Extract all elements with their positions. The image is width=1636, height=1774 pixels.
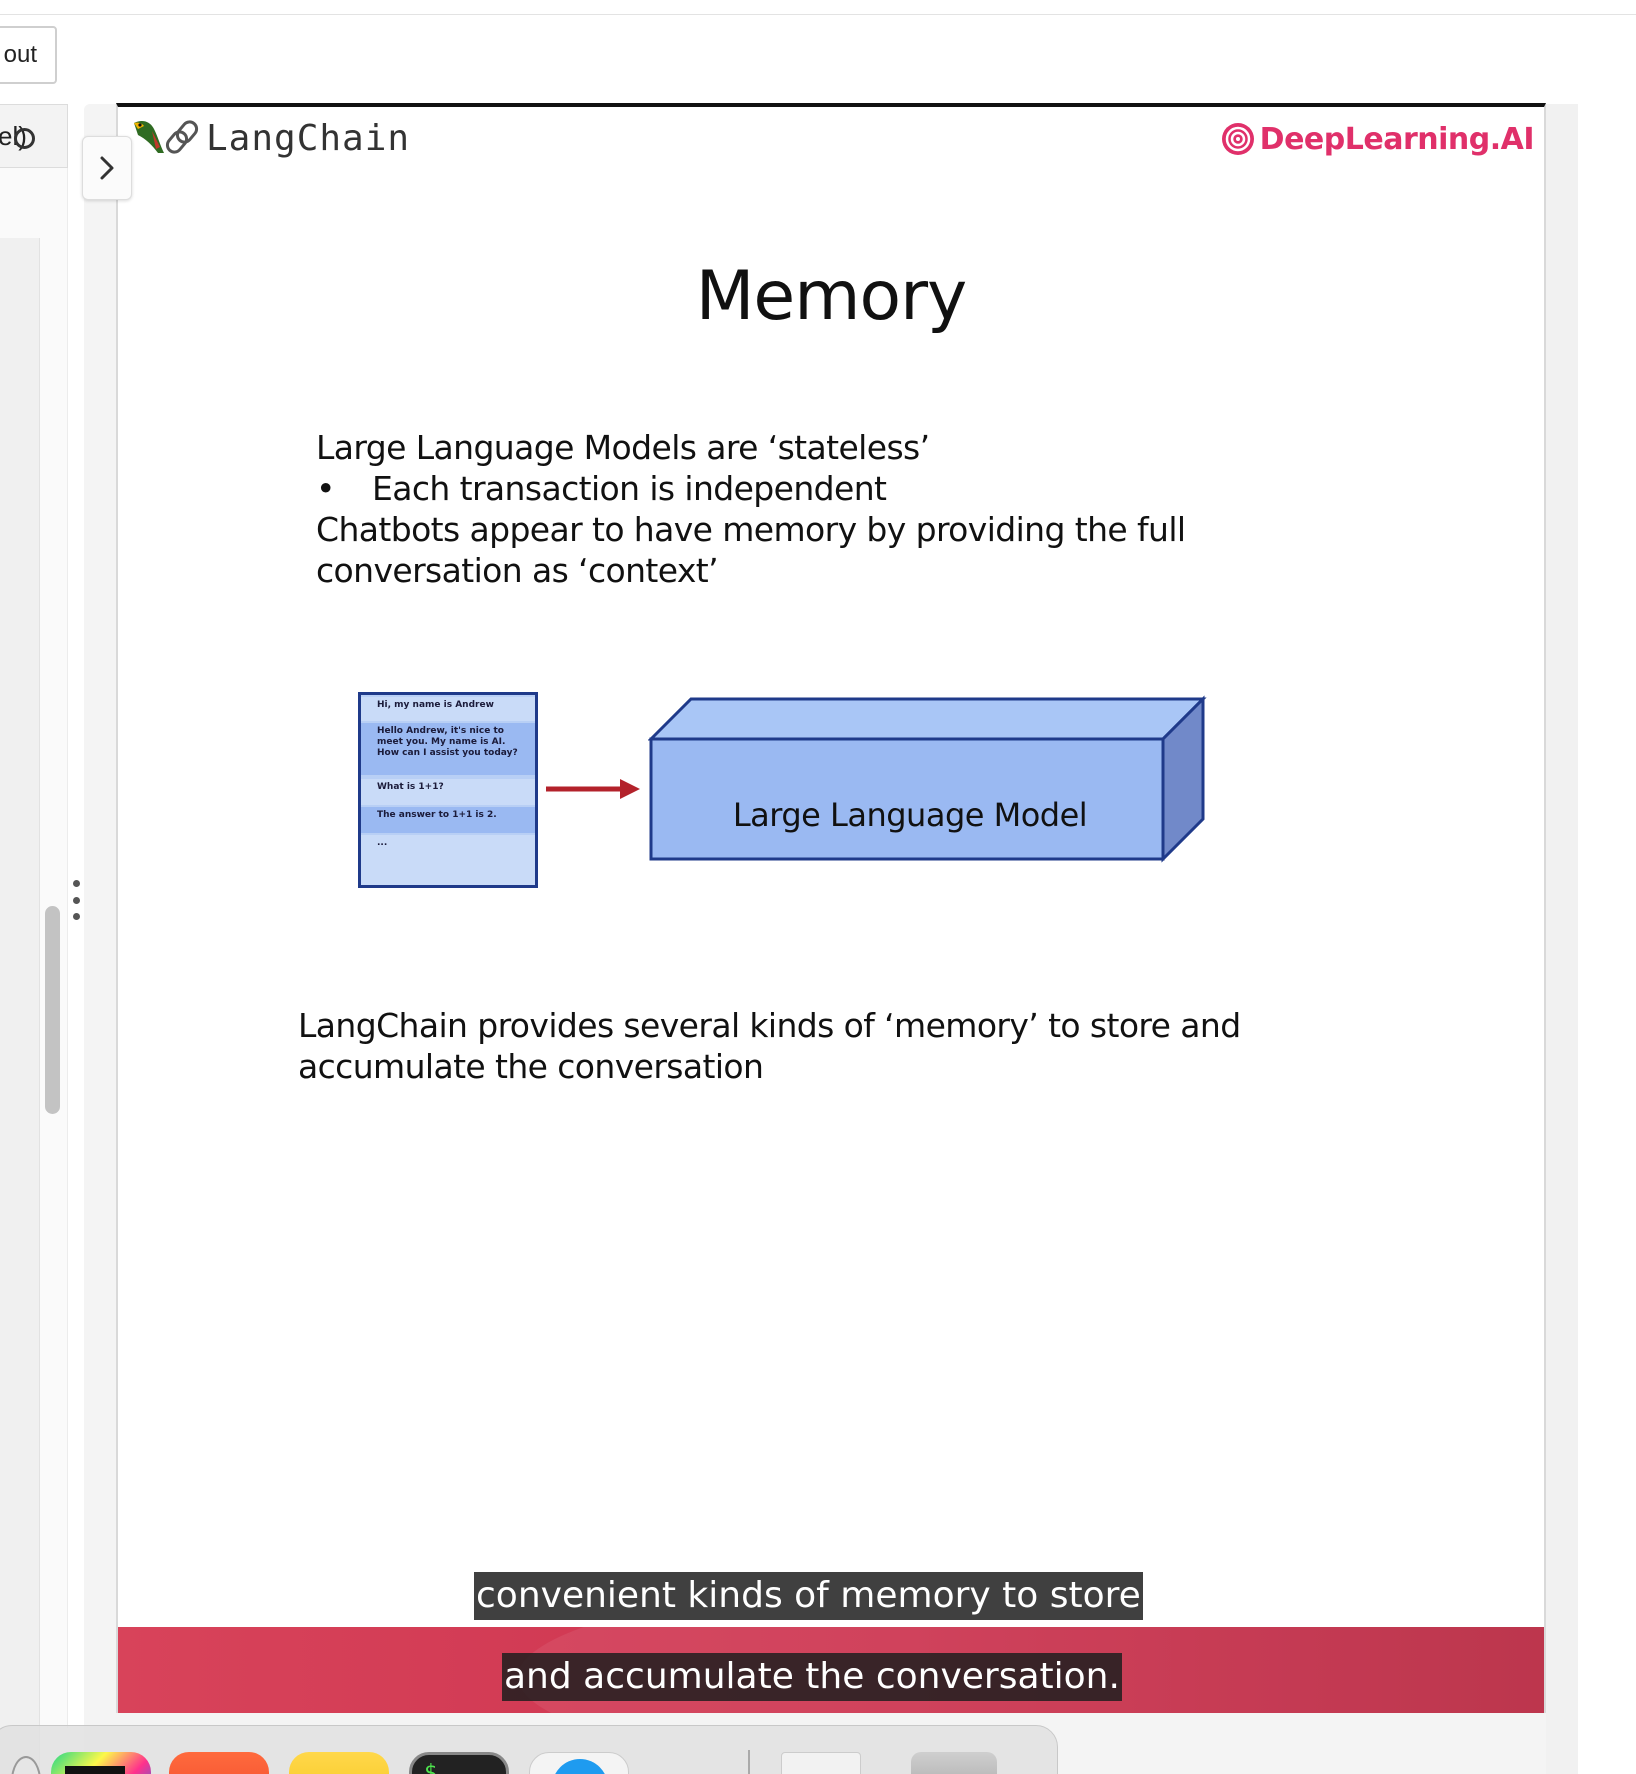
app-icon[interactable] — [11, 1756, 41, 1774]
macos-dock: $ — [0, 1725, 1058, 1774]
chevron-right-icon — [100, 156, 114, 180]
subtitle-line-1: convenient kinds of memory to store — [474, 1572, 1143, 1620]
conversation-card: Hi, my name is Andrew Hello Andrew, it's… — [358, 692, 538, 888]
pycharm-icon[interactable] — [51, 1752, 151, 1774]
deeplearning-ai-logo: DeepLearning.AI — [1220, 121, 1535, 157]
right-scroll-gutter[interactable] — [1546, 104, 1578, 1774]
kernel-idle-circle-icon — [14, 128, 35, 149]
partial-tab-label: out — [3, 41, 37, 68]
subtitle-line-2: and accumulate the conversation. — [502, 1653, 1122, 1701]
memory-diagram: Hi, my name is Andrew Hello Andrew, it's… — [358, 692, 1238, 912]
partial-tab-button[interactable]: out — [0, 26, 57, 84]
kernel-status-bar: el) — [0, 104, 68, 168]
langchain-logo: LangChain — [130, 117, 410, 159]
terminal-icon[interactable]: $ — [409, 1752, 509, 1774]
llm-box-label: Large Language Model — [732, 796, 1088, 834]
deeplearning-wordmark: DeepLearning.AI — [1259, 121, 1535, 157]
bullet-text: Each transaction is independent — [372, 469, 887, 508]
chat-message: ... — [361, 835, 535, 885]
resize-handle-icon[interactable] — [71, 880, 81, 920]
chat-message: Hi, my name is Andrew — [361, 697, 535, 721]
documents-stack-icon[interactable] — [781, 1752, 861, 1774]
deeplearning-spiral-icon — [1221, 123, 1254, 155]
swift-playgrounds-icon[interactable] — [169, 1752, 269, 1774]
bottom-line-2: accumulate the conversation — [298, 1047, 764, 1086]
bullet-dot: • — [316, 469, 335, 508]
slide-intro-text: Large Language Models are ‘stateless’ • … — [316, 427, 1186, 591]
slide-bottom-text: LangChain provides several kinds of ‘mem… — [298, 1005, 1241, 1087]
llm-box-icon — [648, 695, 1207, 863]
expand-sidebar-button[interactable] — [82, 136, 132, 200]
lecture-slide[interactable]: LangChain DeepLearning.AI Memory Large L… — [116, 103, 1546, 1713]
dock-separator — [748, 1750, 750, 1774]
chat-message: Hello Andrew, it's nice to meet you. My … — [361, 723, 535, 775]
slide-title: Memory — [695, 257, 968, 336]
bottom-line-1: LangChain provides several kinds of ‘mem… — [298, 1006, 1241, 1045]
top-divider — [0, 14, 1636, 15]
safari-icon[interactable] — [529, 1752, 629, 1774]
chat-message: What is 1+1? — [361, 779, 535, 805]
trash-icon[interactable] — [911, 1752, 997, 1774]
intro-line-1: Large Language Models are ‘stateless’ — [316, 428, 930, 467]
intro-line-4: conversation as ‘context’ — [316, 551, 719, 590]
arrow-right-icon — [546, 779, 640, 799]
intro-line-3: Chatbots appear to have memory by provid… — [316, 510, 1186, 549]
parrot-link-icon — [134, 120, 199, 154]
langchain-wordmark: LangChain — [206, 117, 411, 159]
left-panel-track — [0, 238, 40, 1774]
chat-message: The answer to 1+1 is 2. — [361, 807, 535, 833]
left-panel-scrollbar[interactable] — [45, 906, 60, 1114]
intro-bullet: • Each transaction is independent — [316, 468, 1185, 509]
notes-icon[interactable] — [289, 1752, 389, 1774]
